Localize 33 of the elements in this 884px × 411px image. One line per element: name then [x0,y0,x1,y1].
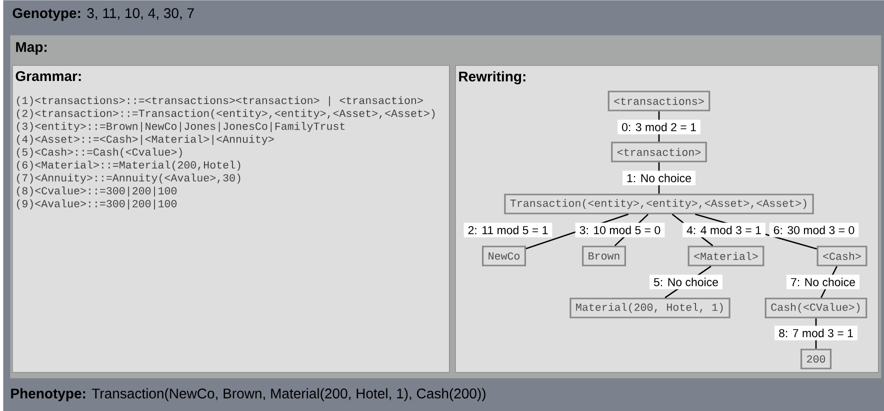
summary-line: Genotype: 3, 11, 10, 4, 30, 7 [12,8,194,21]
edge-label: 5: No choice [650,274,722,290]
grammar-rule: (3)<entity>::=Brown|NewCo|Jones|JonesCo|FamilyTrust [17,122,345,132]
edge-label: 6: 30 mod 3 = 0 [769,222,859,238]
grammar-rule: (5)<Cash>::=Cash(<Cvalue>) [17,148,182,158]
panel-heading: Grammar: [16,71,81,82]
tree-box: Brown [582,246,626,266]
panel-heading: Rewriting: [459,71,526,84]
tree-box: 200 [800,348,832,370]
grammar-rule: (6)<Material>::=Material(200,Hotel) [17,160,240,171]
grammar-rule: (7)<Annuity>::=Annuity(<Avalue>,30) [17,174,240,184]
tree-box: Material(200, Hotel, 1) [570,298,730,318]
tree-box: <transaction> [611,142,707,162]
tree-box: <Cash> [816,246,868,266]
edge-label: 7: No choice [786,274,860,290]
grammar-rule: (4)<Asset>::=<Cash>|<Material>|<Annuity> [17,134,274,145]
tree-box: <transactions> [608,90,710,112]
tree-box: Cash(<CValue>) [764,298,868,318]
edge-label: 8: 7 mod 3 = 1 [774,326,858,340]
summary-line: Phenotype: Transaction(NewCo, Brown, Material(200, Hotel, 1), Cash(200)) [11,388,486,402]
edge-label: 1: No choice [622,170,696,186]
grammar-rule: (1)<transactions>::=<transactions><transaction> | <transaction> [17,96,423,106]
edge-label: 3: 10 mod 5 = 0 [575,222,665,238]
tree-box: NewCo [482,246,526,266]
edge-label: 4: 4 mod 3 = 1 [682,222,766,238]
panel-heading: Map: [16,42,47,55]
edge-label: 0: 3 mod 2 = 1 [618,120,700,134]
tree-box: <Material> [688,246,764,266]
tree-box: Transaction(<entity>,<entity>,<Asset>,<Asset>) [504,194,814,214]
grammar-rule: (9)<Avalue>::=300|200|100 [17,199,177,210]
grammar-rule: (8)<Cvalue>::=300|200|100 [17,186,177,197]
grammar-rule: (2)<transaction>::=Transaction(<entity>,<entity>,<Asset>,<Asset>) [17,109,435,120]
edge-label: 2: 11 mod 5 = 1 [464,222,552,238]
